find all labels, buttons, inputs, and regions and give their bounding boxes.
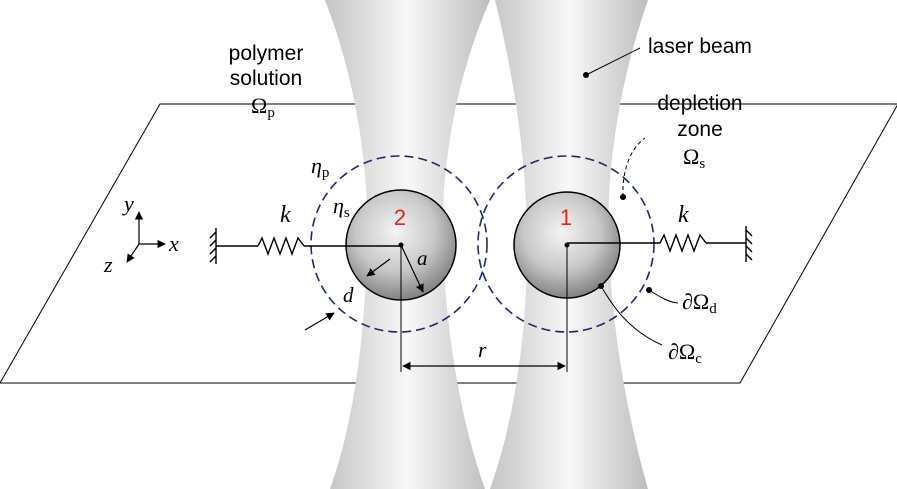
axis-y-label: y <box>122 191 134 216</box>
depletion-label-line1: depletion <box>657 92 742 115</box>
depletion-circle-1 <box>477 155 655 333</box>
eta-p-label: ηp <box>311 153 329 181</box>
depletion-label-line2: zone <box>677 118 723 141</box>
axis-z-label: z <box>103 252 113 277</box>
boundary-c-leader <box>600 285 663 346</box>
axis-x-label: x <box>168 231 179 256</box>
laser-beam-leader-dot <box>583 72 589 78</box>
boundary-d-leader <box>648 289 679 304</box>
boundary-d-label: ∂Ωd <box>682 289 717 317</box>
coordinate-axes <box>126 211 166 263</box>
boundary-c-leader-dot <box>598 283 604 289</box>
d-arrow-inner <box>366 258 391 277</box>
boundary-c-label: ∂Ωc <box>668 339 702 367</box>
omega-p-label: Ωp <box>251 93 275 121</box>
laser-beam-label: laser beam <box>648 35 752 58</box>
depletion-thickness-label: d <box>343 283 354 307</box>
depletion-circle-2 <box>310 155 488 333</box>
particle-1-label: 1 <box>560 205 572 230</box>
radius-label: a <box>417 246 428 270</box>
d-arrow-outer <box>304 312 335 331</box>
right-spring <box>567 226 753 262</box>
polymer-label-line1: polymer <box>229 42 304 65</box>
depletion-leader-dot <box>620 194 626 200</box>
sample-plane <box>0 103 897 384</box>
spring-constant-right: k <box>678 202 689 228</box>
polymer-label-line2: solution <box>230 67 302 90</box>
spring-constant-left: k <box>280 202 291 228</box>
boundary-d-leader-dot <box>646 287 652 293</box>
radius-arrow <box>400 244 424 293</box>
depletion-leader <box>622 137 646 198</box>
eta-s-label: ηs <box>333 193 350 221</box>
distance-label: r <box>478 337 487 362</box>
laser-beam-leader <box>585 47 641 76</box>
particle-2-label: 2 <box>394 205 406 230</box>
omega-s-label: Ωs <box>683 144 705 172</box>
left-spring <box>209 228 401 264</box>
